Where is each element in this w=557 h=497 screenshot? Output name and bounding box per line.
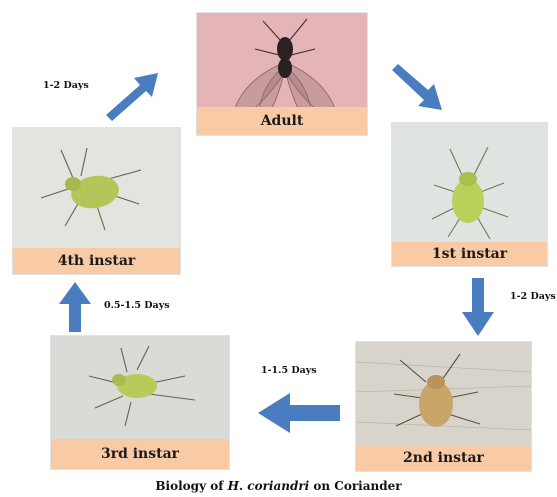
second-instar-photo-panel: 2nd instar	[355, 341, 532, 472]
adult-photo-panel: Adult	[196, 12, 368, 136]
duration-fourth-to-adult: 1-2 Days	[43, 80, 89, 91]
second-instar-label: 2nd instar	[356, 445, 531, 471]
third-instar-label: 3rd instar	[51, 439, 229, 469]
duration-third-to-fourth: 0.5-1.5 Days	[104, 300, 170, 311]
fourth-instar-photo-panel: 4th instar	[12, 127, 181, 275]
first-instar-label: 1st instar	[392, 242, 547, 266]
caption-species: H. coriandri	[228, 479, 310, 493]
arrow-third-to-fourth	[55, 280, 95, 332]
caption-prefix: Biology of	[155, 479, 227, 493]
first-instar-photo-panel: 1st instar	[391, 122, 548, 267]
arrow-fourth-to-adult	[100, 65, 164, 121]
figure-caption: Biology of H. coriandri on Coriander	[0, 479, 557, 493]
arrow-first-to-second	[458, 278, 498, 338]
adult-label: Adult	[197, 107, 367, 135]
duration-first-to-second: 1-2 Days	[510, 291, 556, 302]
duration-second-to-third: 1-1.5 Days	[261, 365, 317, 376]
caption-suffix: on Coriander	[309, 479, 401, 493]
arrow-adult-to-first	[386, 60, 448, 116]
arrow-second-to-third	[256, 391, 340, 435]
fourth-instar-label: 4th instar	[13, 248, 180, 274]
third-instar-photo-panel: 3rd instar	[50, 335, 230, 470]
